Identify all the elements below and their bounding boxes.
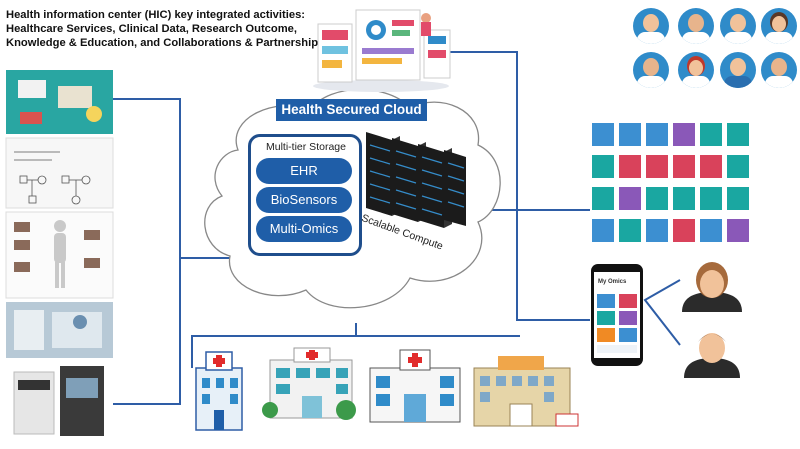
app-tile xyxy=(727,155,749,178)
app-tile xyxy=(646,219,668,242)
app-tile xyxy=(727,123,749,146)
doctor-avatar-6 xyxy=(678,52,714,88)
storage-item-multi-omics: Multi-Omics xyxy=(256,216,352,242)
app-tile xyxy=(619,123,641,146)
app-tile xyxy=(700,123,722,146)
app-tile xyxy=(619,155,641,178)
heading-line-3: Knowledge & Education, and Collaboration… xyxy=(6,37,325,49)
app-tile xyxy=(673,123,695,146)
app-tile xyxy=(592,187,614,210)
app-tile xyxy=(619,219,641,242)
heading-line-2: Healthcare Services, Clinical Data, Rese… xyxy=(6,23,298,35)
storage-item-ehr: EHR xyxy=(256,158,352,184)
app-tile xyxy=(700,219,722,242)
left-image-column xyxy=(5,70,114,442)
phone-app-title: My Omics xyxy=(598,279,627,285)
app-tile xyxy=(700,155,722,178)
hospital-icon-1 xyxy=(195,351,243,431)
doctor-avatar-7 xyxy=(720,52,756,88)
app-tile xyxy=(592,155,614,178)
app-tile xyxy=(673,219,695,242)
phone-to-users-connector xyxy=(643,279,681,346)
left-connector xyxy=(113,98,181,405)
hospital-icon-3 xyxy=(369,349,461,423)
app-tile xyxy=(646,123,668,146)
storage-label: Multi-tier Storage xyxy=(266,141,346,153)
hospital-icon-2 xyxy=(262,347,356,420)
doctor-avatar-1 xyxy=(633,8,669,44)
app-tile xyxy=(646,155,668,178)
app-tile xyxy=(700,187,722,210)
app-tile xyxy=(592,123,614,146)
connector-lines xyxy=(113,51,681,405)
server-racks xyxy=(366,132,466,228)
app-tile xyxy=(592,219,614,242)
diagram-heading: Health information center (HIC) key inte… xyxy=(6,8,325,50)
doctor-avatar-5 xyxy=(633,52,669,88)
doctor-avatar-4 xyxy=(761,8,797,44)
app-tile xyxy=(673,187,695,210)
server-rack-4 xyxy=(444,150,466,226)
heading-line-1: Health information center (HIC) key inte… xyxy=(6,9,306,21)
cloud-title: Health Secured Cloud xyxy=(276,99,427,121)
dashboard-illustration xyxy=(313,9,451,92)
doctor-avatar-3 xyxy=(720,8,756,44)
doctor-avatar-8 xyxy=(761,52,797,88)
storage-item-biosensors: BioSensors xyxy=(256,187,352,213)
patient-user-icon-female xyxy=(682,262,742,312)
cloud-to-hospitals-connector xyxy=(191,323,357,368)
hospital-buildings xyxy=(195,347,579,431)
app-tile xyxy=(727,187,749,210)
app-tile xyxy=(646,187,668,210)
app-tile xyxy=(727,219,749,242)
app-tile xyxy=(619,187,641,210)
smartphone xyxy=(591,264,643,366)
pedigree-chart-image xyxy=(5,137,114,209)
right-connector xyxy=(448,51,590,321)
hospital-icon-4 xyxy=(473,356,579,427)
patient-user-icon-male xyxy=(684,333,740,378)
phone-app-tiles xyxy=(597,294,637,353)
doctor-avatar-2 xyxy=(678,8,714,44)
app-tile xyxy=(673,155,695,178)
